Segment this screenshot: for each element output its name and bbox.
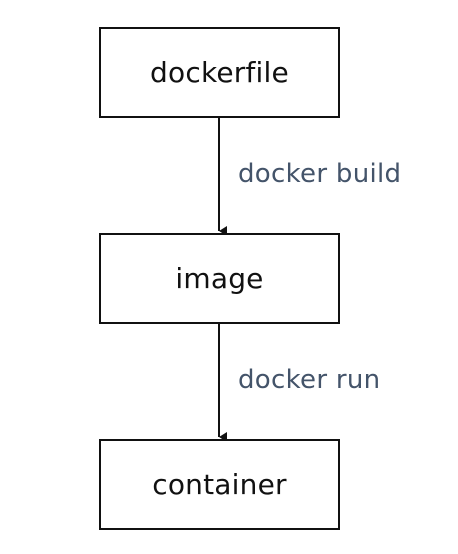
edge-label-docker-run: docker run [238, 365, 381, 395]
node-dockerfile: dockerfile [99, 27, 340, 118]
node-image-label: image [175, 262, 264, 295]
node-image: image [99, 233, 340, 324]
node-dockerfile-label: dockerfile [150, 56, 289, 89]
node-container: container [99, 439, 340, 530]
node-container-label: container [152, 468, 287, 501]
edge-label-docker-build: docker build [238, 159, 402, 189]
